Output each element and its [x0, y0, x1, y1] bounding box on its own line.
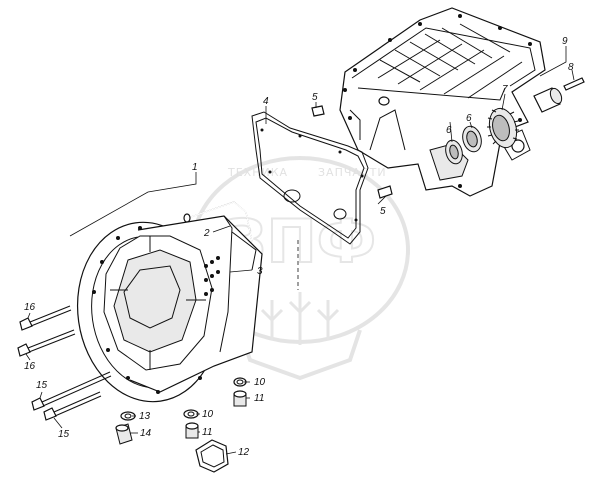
- callout-6-left: 6: [446, 125, 452, 136]
- gasket-4: [251, 111, 369, 245]
- plug-11-upper: [233, 390, 247, 407]
- dowel-pin-5-lower: [377, 185, 393, 199]
- callout-16-upper: 16: [24, 302, 36, 313]
- callout-5-upper: 5: [312, 92, 318, 103]
- watermark-text-left: ТЕХНИКА: [227, 166, 288, 179]
- callout-10-lower: 10: [202, 409, 214, 420]
- callout-14: 14: [140, 428, 152, 439]
- gear-6-small: [445, 139, 463, 165]
- gear-7: [487, 107, 519, 149]
- tube-2: [183, 201, 253, 243]
- dowel-pin-5-upper: [311, 105, 325, 117]
- clutch-housing-1: [76, 215, 263, 403]
- cover-12: [195, 439, 229, 473]
- upper-housing: [339, 7, 546, 197]
- callout-16-lower: 16: [24, 361, 36, 372]
- bolt-15-upper: [31, 371, 112, 411]
- callout-labels: 1 2 3 4 5 5 6 6 7 8 9 10 10 11 11 12 13 …: [24, 36, 574, 458]
- callout-2: 2: [203, 228, 210, 239]
- pin-8: [563, 77, 585, 91]
- washer-13: [120, 411, 136, 421]
- gear-6-large: [462, 125, 482, 153]
- callout-15-upper: 15: [36, 380, 48, 391]
- bolt-16-lower: [17, 329, 76, 357]
- plug-11-lower: [185, 422, 199, 439]
- callout-13: 13: [139, 411, 151, 422]
- leader-lines: [25, 46, 575, 455]
- callout-3: 3: [257, 266, 263, 277]
- callout-1: 1: [192, 162, 198, 173]
- bolt-15-lower: [43, 391, 102, 421]
- callout-6-right: 6: [466, 113, 472, 124]
- plug-14: [115, 423, 133, 445]
- callout-11-upper: 11: [254, 393, 264, 404]
- callout-10-upper: 10: [254, 377, 266, 388]
- callout-12: 12: [238, 447, 250, 458]
- watermark-text-right: ЗАПЧАСТИ: [318, 166, 387, 179]
- sleeve-9: [533, 87, 563, 113]
- callout-8: 8: [568, 62, 574, 73]
- callout-15-lower: 15: [58, 429, 70, 440]
- callout-5-lower: 5: [380, 206, 386, 217]
- callout-11-lower: 11: [202, 427, 212, 438]
- callout-7: 7: [502, 84, 508, 95]
- callout-4: 4: [263, 96, 269, 107]
- washer-10-lower: [183, 409, 199, 419]
- callout-9: 9: [562, 36, 568, 47]
